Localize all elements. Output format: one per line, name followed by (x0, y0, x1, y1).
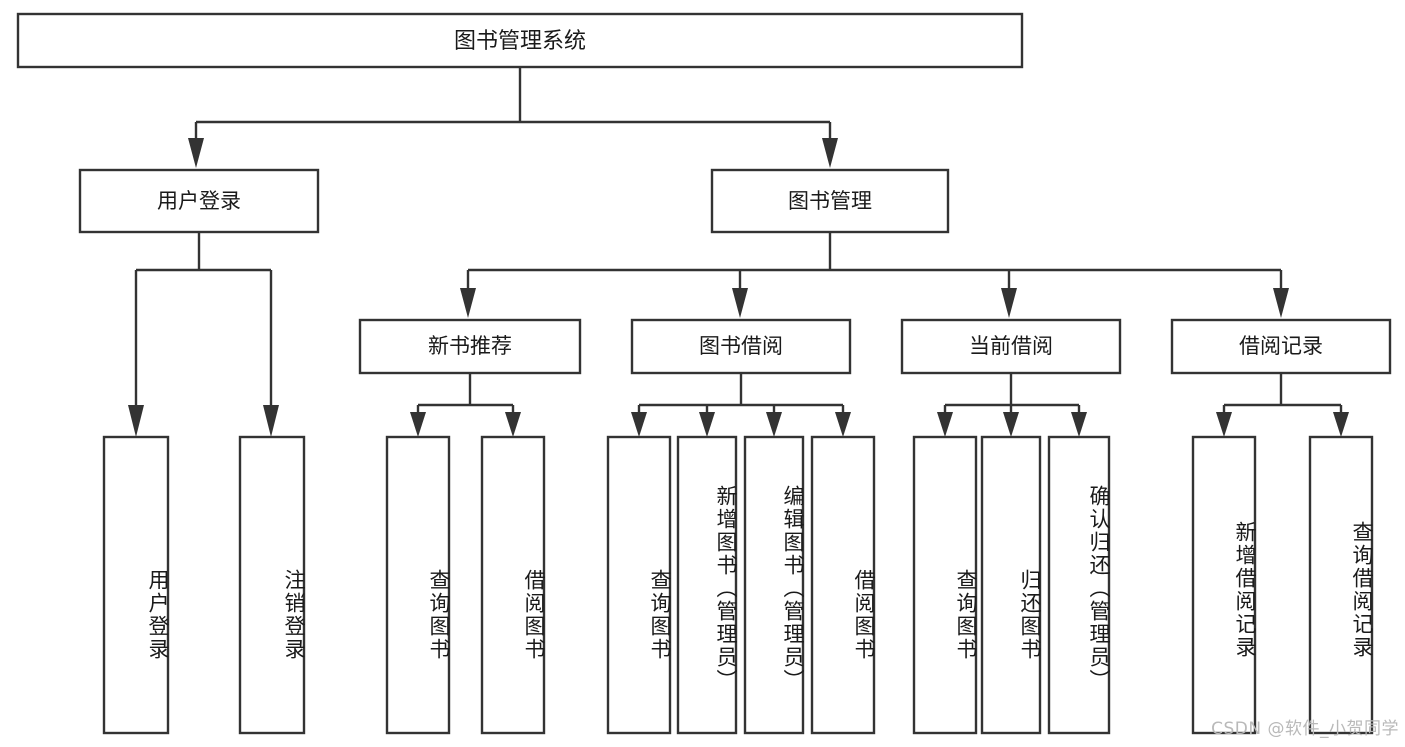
node-borrow-record-label: 借阅记录 (1239, 334, 1323, 358)
leaf-box-current-borrow-1[interactable] (912, 435, 978, 735)
node-root[interactable]: 图书管理系统 (16, 12, 1024, 69)
node-current-borrow[interactable]: 当前借阅 (900, 318, 1122, 375)
arrow-head-user-login-leaf-1 (128, 405, 144, 437)
leaf-box-current-borrow-3[interactable] (1047, 435, 1111, 735)
arrow-head-current-borrow-leaf-2 (1003, 412, 1019, 437)
node-book-manage-box (710, 168, 950, 234)
watermark-text: CSDN @软件_小贺同学 (1211, 719, 1399, 739)
arrow-head-new-book-leaf-2 (505, 412, 521, 437)
arrow-head-book-borrow-leaf-2 (699, 412, 715, 437)
arrow-head-current-borrow-leaf-3 (1071, 412, 1087, 437)
leaf-box-new-book-1[interactable] (385, 435, 451, 735)
arrow-head-to-current-borrow (1001, 288, 1017, 318)
arrow-head-book-borrow-leaf-4 (835, 412, 851, 437)
node-root-label: 图书管理系统 (454, 29, 586, 54)
arrow-head-to-new-book (460, 288, 476, 318)
leaf-box-borrow-record-2[interactable] (1308, 435, 1374, 735)
arrow-head-book-borrow-leaf-3 (766, 412, 782, 437)
arrow-head-borrow-record-leaf-2 (1333, 412, 1349, 437)
node-borrow-record-box (1170, 318, 1392, 375)
arrow-head-to-borrow-record (1273, 288, 1289, 318)
leaf-box-user-login-2[interactable] (238, 435, 306, 735)
leaf-box-book-borrow-1[interactable] (606, 435, 672, 735)
leaf-box-borrow-record-1[interactable] (1191, 435, 1257, 735)
arrow-head-new-book-leaf-1 (410, 412, 426, 437)
node-borrow-record[interactable]: 借阅记录 (1170, 318, 1392, 375)
arrow-head-to-book-borrow (732, 288, 748, 318)
leaf-box-book-borrow-3[interactable] (743, 435, 805, 735)
node-current-borrow-label: 当前借阅 (969, 334, 1053, 358)
node-book-manage[interactable]: 图书管理 (710, 168, 950, 234)
node-new-book-recommend[interactable]: 新书推荐 (358, 318, 582, 375)
arrow-head-borrow-record-leaf-1 (1216, 412, 1232, 437)
node-user-login[interactable]: 用户登录 (78, 168, 320, 234)
node-book-borrow-label: 图书借阅 (699, 334, 783, 358)
arrow-head-user-login-leaf-2 (263, 405, 279, 437)
node-new-book-recommend-label: 新书推荐 (428, 334, 512, 358)
node-book-borrow-box (630, 318, 852, 375)
node-book-borrow[interactable]: 图书借阅 (630, 318, 852, 375)
arrow-head-root-to-book-manage (822, 138, 838, 168)
leaf-box-current-borrow-2[interactable] (980, 435, 1042, 735)
node-new-book-recommend-box (358, 318, 582, 375)
arrow-head-current-borrow-leaf-1 (937, 412, 953, 437)
leaf-box-user-login-1[interactable] (102, 435, 170, 735)
leaf-box-book-borrow-4[interactable] (810, 435, 876, 735)
node-current-borrow-box (900, 318, 1122, 375)
node-book-manage-label: 图书管理 (788, 189, 872, 213)
leaf-box-new-book-2[interactable] (480, 435, 546, 735)
arrow-head-book-borrow-leaf-1 (631, 412, 647, 437)
leaf-box-book-borrow-2[interactable] (676, 435, 738, 735)
arrow-head-root-to-user-login (188, 138, 204, 168)
node-root-box (16, 12, 1024, 69)
node-user-login-label: 用户登录 (157, 189, 241, 213)
